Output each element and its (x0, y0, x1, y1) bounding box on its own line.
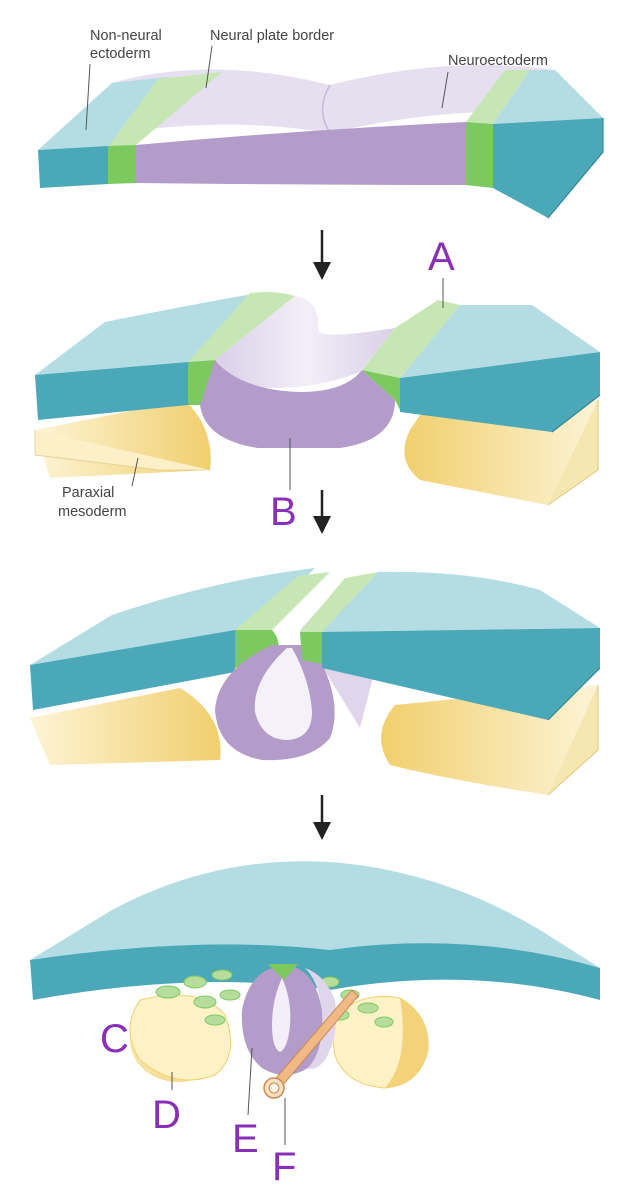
stage-3-right-border-side (300, 632, 329, 664)
crest-cell (211, 969, 233, 981)
stage-3-right-mesoderm-face (547, 685, 599, 796)
stage-4-right-somite-shade (385, 998, 429, 1088)
paraxial-mesoderm-label-line1: Paraxial (62, 485, 114, 501)
stage-4-neural-tube (30, 861, 600, 1099)
arrow-1 (313, 230, 331, 280)
paraxial-mesoderm-label-line2: mesoderm (58, 504, 127, 520)
stage-1-right-ectoderm-top (493, 70, 603, 124)
stage-1-right-border-side (466, 122, 493, 188)
stage-3-left-paraxial-mesoderm (30, 688, 221, 765)
stage-2-neural-groove (34, 292, 601, 506)
stage-1-neural-plate (38, 65, 604, 219)
stage-4-notochord-core (268, 1082, 280, 1094)
crest-cell (357, 1002, 379, 1014)
stage-1-right-end-face (547, 118, 604, 219)
marker-c: C (100, 1017, 129, 1061)
stage-2-neural-plate-side (200, 360, 395, 448)
stage-3-right-border-top (300, 572, 378, 632)
stage-3-left-border-top (235, 572, 330, 630)
stage-4-neural-tube-lumen (272, 978, 291, 1052)
stage-3-left-ectoderm-top (30, 568, 315, 665)
stage-1-left-border-side (108, 145, 136, 184)
neuroectoderm-leader (441, 71, 449, 109)
stage-2-left-border-top (188, 292, 295, 362)
stage-3-left-ectoderm-side (30, 630, 235, 710)
arrow-3 (313, 795, 331, 840)
crest-cell (183, 975, 207, 989)
stage-1-left-border-top (108, 72, 222, 147)
crest-cell (219, 989, 241, 1001)
non-neural-ectoderm-label-line1: Non-neural (90, 28, 162, 44)
neuroectoderm-label: Neuroectoderm (448, 53, 548, 69)
arrow-2 (313, 490, 331, 534)
neural-plate-border-label: Neural plate border (210, 28, 334, 44)
stage-3-right-ectoderm-top (322, 571, 600, 632)
stage-2-right-border-side (362, 370, 400, 410)
stage-2-left-ectoderm-side (35, 362, 188, 420)
marker-a: A (428, 235, 455, 279)
stage-3-neural-folds (30, 568, 601, 796)
stage-4-neural-tube-side-face (305, 968, 337, 1069)
stage-3-right-end-edge (547, 667, 601, 721)
stage-4-ectoderm-top (30, 861, 600, 968)
crest-cell (155, 985, 181, 999)
marker-e: E (232, 1117, 259, 1161)
marker-f: F (272, 1145, 296, 1189)
stage-1-central-groove (321, 84, 331, 134)
stage-1-right-ectoderm-side (493, 118, 603, 218)
crest-cell (193, 995, 217, 1009)
crest-cell (204, 1014, 226, 1026)
stage-2-right-mesoderm-face (547, 400, 599, 506)
stage-2-right-border-top (362, 300, 460, 378)
paraxial-mesoderm-leader (131, 457, 139, 487)
stage-2-neural-plate-top (215, 296, 395, 389)
stage-1-left-ectoderm-side (38, 146, 108, 188)
stage-2-right-ectoderm-top (400, 305, 600, 378)
stage-3-neural-lumen (254, 648, 312, 740)
stage-4-labels: C D E F (100, 1017, 296, 1189)
stage-2-right-end-edge (551, 394, 601, 433)
non-neural-ectoderm-leader (85, 63, 91, 131)
stage-1-labels: Non-neural ectoderm Neural plate border … (85, 28, 548, 131)
stage-2-right-ectoderm-side (400, 352, 600, 432)
stage-4-ectoderm-side (30, 943, 600, 1000)
marker-b: B (270, 490, 297, 534)
stage-2-labels: A B Paraxial mesoderm (58, 235, 455, 534)
stage-4-neural-tube-roof (268, 964, 298, 980)
marker-e-leader (247, 1047, 253, 1116)
neural-plate-border-leader (205, 45, 213, 89)
crest-cell (374, 1016, 394, 1028)
stage-1-neural-plate-side (136, 122, 466, 185)
stage-2-left-mesoderm-bottom (34, 430, 210, 471)
non-neural-ectoderm-label-line2: ectoderm (90, 46, 150, 62)
stage-1-right-border-top (466, 70, 530, 124)
stage-3-right-ectoderm-side (322, 628, 600, 720)
stage-1-left-ectoderm-top (38, 77, 168, 150)
marker-d: D (152, 1093, 181, 1137)
